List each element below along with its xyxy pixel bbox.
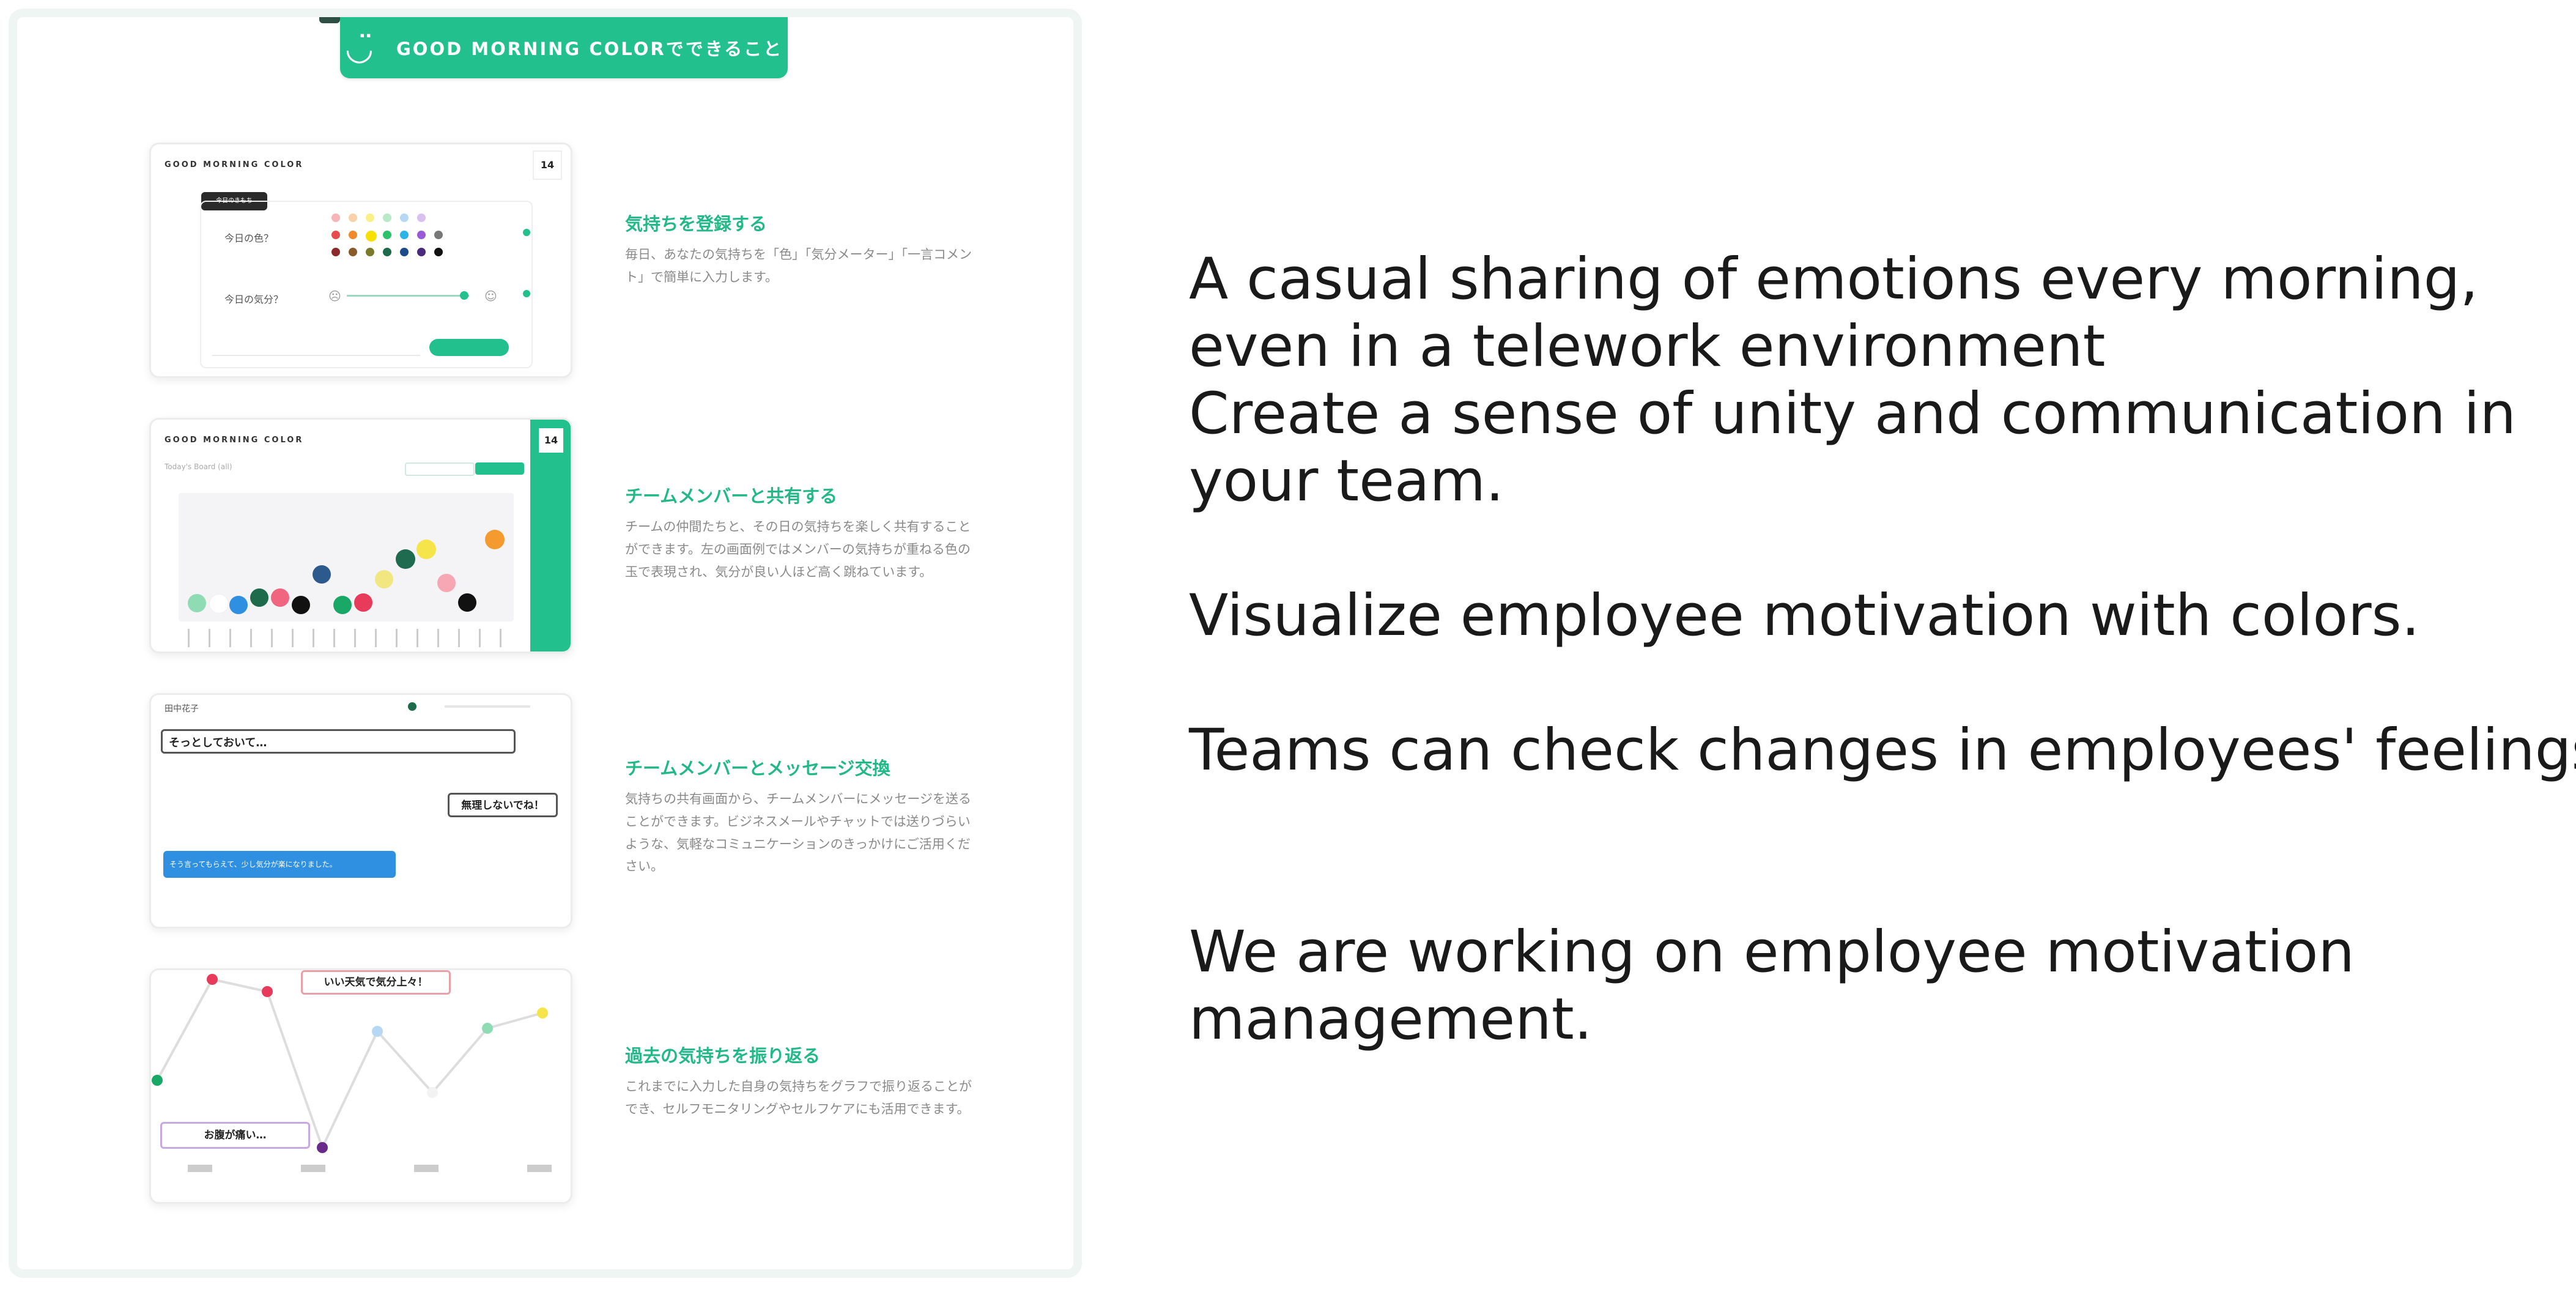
member-labels <box>188 629 506 647</box>
team-ball[interactable] <box>375 570 393 588</box>
color-dot[interactable] <box>349 248 357 256</box>
history-bubble-top: いい天気で気分上々！ <box>301 970 451 995</box>
text-line-7: We are working on employee motivation <box>1189 919 2355 985</box>
feature-title-4: 過去の気持ちを振り返る <box>625 1045 821 1066</box>
team-ball[interactable] <box>271 588 289 607</box>
mock-board-screen: GOOD MORNING COLOR 14 Today's Board (all… <box>149 418 572 653</box>
feature-desc-3: 気持ちの共有画面から、チームメンバーにメッセージを送ることができます。ビジネスメ… <box>625 792 971 874</box>
color-dot[interactable] <box>366 248 374 256</box>
mock-date: 14 <box>539 428 563 453</box>
text-line-1: A casual sharing of emotions every morni… <box>1189 246 2479 313</box>
feature-title-2: チームメンバーと共有する <box>625 486 838 506</box>
feature-desc-1: 毎日、あなたの気持ちを「色」「気分メーター」「一言コメント」で簡単に入力します。 <box>625 247 972 284</box>
panel-tab: ◡̈ GOOD MORNING COLORでできること <box>340 17 788 78</box>
mood-slider[interactable] <box>347 295 469 297</box>
text-line-5: Visualize employee motivation with color… <box>1189 582 2420 649</box>
feature-title-1: 気持ちを登録する <box>625 213 768 234</box>
panel-tab-title: GOOD MORNING COLORでできること <box>396 39 783 59</box>
status-comment-bubble: そっとしておいて… <box>161 729 516 754</box>
history-bubble-bottom: お腹が痛い… <box>160 1122 310 1149</box>
text-line-8: management. <box>1189 986 1593 1053</box>
mock-register-screen: GOOD MORNING COLOR 14 今日のきもち 今日の色？ 今日の気分… <box>149 143 572 378</box>
feature-desc-4: これまでに入力した自身の気持ちをグラフで振り返ることができ、セルフモニタリングや… <box>625 1079 972 1116</box>
team-ball[interactable] <box>188 594 206 612</box>
team-ball[interactable] <box>250 588 268 607</box>
step-indicator <box>523 290 530 297</box>
team-ball[interactable] <box>396 549 415 569</box>
team-ball[interactable] <box>292 596 310 614</box>
team-ball[interactable] <box>333 596 352 614</box>
sad-face-icon: ☹ <box>328 289 341 303</box>
mock-message-screen: 田中花子 そっとしておいて… 無理しないでね！ そう言ってもらえて、少し気分が楽… <box>149 693 572 929</box>
mock-mood-label: 今日の気分？ <box>224 294 284 305</box>
team-ball[interactable] <box>313 565 331 584</box>
color-dot[interactable] <box>383 231 391 239</box>
color-dot[interactable] <box>434 248 443 256</box>
team-ball[interactable] <box>229 596 248 614</box>
mock-history-screen: いい天気で気分上々！ お腹が痛い… <box>149 968 572 1204</box>
team-ball[interactable] <box>458 593 476 612</box>
mock-brand: GOOD MORNING COLOR <box>165 436 304 445</box>
tab-notch <box>319 17 340 23</box>
smile-icon: ◡̈ <box>344 28 376 67</box>
features-panel: ◡̈ GOOD MORNING COLORでできること GOOD MORNING… <box>9 9 1082 1278</box>
message-bubble-blue: そう言ってもらえて、少し気分が楽になりました。 <box>163 851 396 878</box>
color-dot[interactable] <box>331 213 340 222</box>
team-ball[interactable] <box>416 540 436 559</box>
mood-dot <box>408 702 416 711</box>
color-dot[interactable] <box>434 231 443 239</box>
feature-title-3: チームメンバーとメッセージ交換 <box>625 758 890 779</box>
mood-history-graph <box>152 974 548 1153</box>
color-dot[interactable] <box>366 231 377 242</box>
mock-brand: GOOD MORNING COLOR <box>165 160 304 169</box>
color-dot[interactable] <box>383 248 391 256</box>
submit-button[interactable] <box>429 339 509 356</box>
color-dot[interactable] <box>417 231 426 239</box>
color-dot[interactable] <box>383 213 391 222</box>
color-dot[interactable] <box>349 231 357 239</box>
mock-filter-button[interactable] <box>475 462 524 475</box>
team-ball[interactable] <box>209 594 229 614</box>
mock-date: 14 <box>533 150 562 180</box>
mock-color-label: 今日の色？ <box>224 232 274 244</box>
step-indicator <box>523 229 530 236</box>
mock-user-name: 田中花子 <box>165 704 199 714</box>
team-ball[interactable] <box>354 593 372 612</box>
feature-desc-2: チームの仲間たちと、その日の気持ちを楽しく共有することができます。左の画面例では… <box>625 519 971 579</box>
mood-bar <box>445 705 530 708</box>
color-dot[interactable] <box>331 231 340 239</box>
text-line-6: Teams can check changes in employees' fe… <box>1189 717 2576 784</box>
happy-face-icon: ☺ <box>484 289 497 303</box>
color-dot[interactable] <box>400 248 409 256</box>
color-dot[interactable] <box>366 213 374 222</box>
color-dot[interactable] <box>400 213 409 222</box>
color-dot[interactable] <box>349 213 357 222</box>
team-ball[interactable] <box>485 530 505 549</box>
text-line-2: even in a telework environment <box>1189 313 2106 380</box>
mock-form <box>200 201 533 368</box>
reply-bubble: 無理しないでね！ <box>448 793 558 817</box>
mock-sidebar <box>530 420 571 651</box>
mood-slider-handle[interactable] <box>460 291 468 300</box>
color-dot[interactable] <box>417 213 426 222</box>
team-ball[interactable] <box>437 574 456 592</box>
color-dot[interactable] <box>331 248 340 256</box>
text-line-4: your team. <box>1189 448 1504 514</box>
text-line-3: Create a sense of unity and communicatio… <box>1189 380 2517 447</box>
mock-filter-select[interactable] <box>405 462 475 476</box>
mock-board-label: Today's Board (all) <box>165 462 232 471</box>
comment-input[interactable] <box>212 339 420 356</box>
graph-x-labels <box>188 1165 555 1172</box>
color-dot[interactable] <box>417 248 426 256</box>
color-dot[interactable] <box>400 231 409 239</box>
